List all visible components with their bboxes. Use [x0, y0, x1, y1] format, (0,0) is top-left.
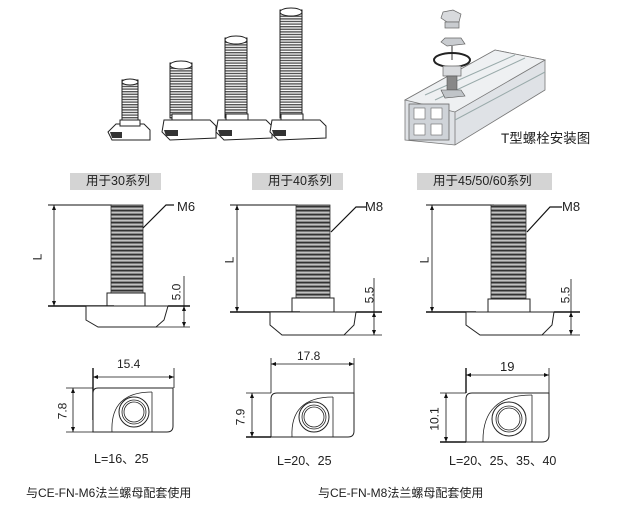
- thread-size-3: M8: [562, 199, 581, 214]
- head-height-3: 5.5: [558, 286, 573, 304]
- thread-size-2: M8: [365, 199, 384, 214]
- length-label-2: L: [222, 256, 237, 264]
- top-view-m8-40: [246, 358, 355, 438]
- footnote-m6: 与CE-FN-M6法兰螺母配套使用: [26, 486, 192, 500]
- width-dim-2: 17.8: [297, 349, 321, 363]
- length-label-1: L: [30, 253, 45, 261]
- top-view-m6: [66, 368, 175, 433]
- width-dim-3: 19: [500, 359, 515, 374]
- side-view-m8-45: [426, 204, 580, 336]
- side-view-m8-40: [230, 204, 382, 336]
- footnote-m8: 与CE-FN-M8法兰螺母配套使用: [318, 486, 484, 500]
- bolt-illustration-3: [215, 35, 273, 141]
- depth-dim-2: 7.9: [233, 408, 248, 426]
- t-bolt-set-illustration: [107, 7, 327, 141]
- bolt-illustration-4: [269, 7, 327, 141]
- depth-dim-3: 10.1: [427, 407, 442, 431]
- thread-size-1: M6: [177, 199, 196, 214]
- bolt-illustration-1: [107, 78, 151, 141]
- length-options-3: L=20、25、35、40: [449, 454, 557, 468]
- installation-illustration: [403, 9, 547, 146]
- series-label-45-50-60: 用于45/50/60系列: [417, 173, 552, 190]
- installation-caption: T型螺栓安装图: [501, 131, 591, 146]
- exploded-bolt: [433, 9, 471, 99]
- length-label-3: L: [417, 256, 432, 264]
- length-options-2: L=20、25: [277, 454, 332, 468]
- head-height-1: 5.0: [169, 283, 184, 301]
- length-options-1: L=16、25: [94, 452, 149, 466]
- series-label-30: 用于30系列: [70, 173, 161, 190]
- depth-dim-1: 7.8: [55, 402, 70, 420]
- head-height-2: 5.5: [362, 286, 377, 304]
- top-view-m8-45: [440, 368, 550, 443]
- side-view-m6: [48, 204, 190, 328]
- width-dim-1: 15.4: [117, 357, 141, 371]
- bolt-illustration-2: [161, 60, 217, 141]
- series-label-40: 用于40系列: [252, 173, 343, 190]
